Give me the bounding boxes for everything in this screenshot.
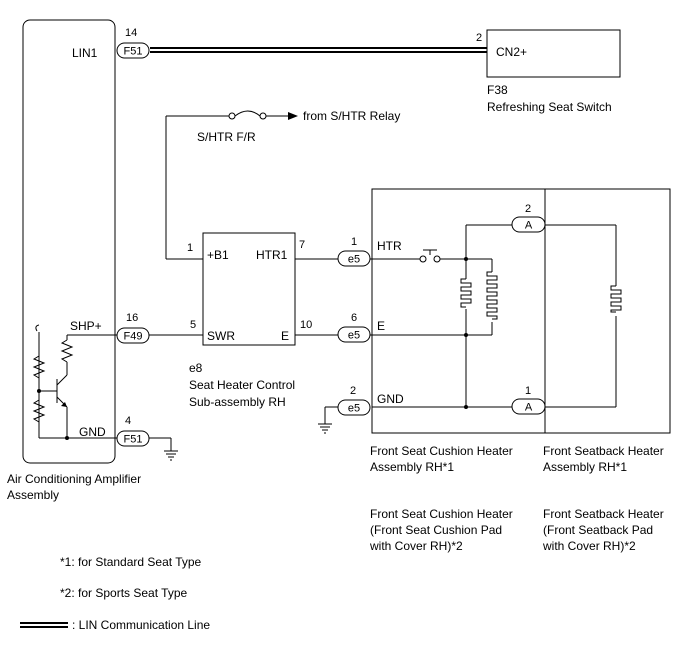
- note-2: *2: for Sports Seat Type: [60, 586, 188, 600]
- heater-gnd-label: GND: [377, 392, 404, 406]
- switch-pin-label: CN2+: [496, 45, 527, 59]
- heater-element-icon: [460, 278, 472, 308]
- control-htr1-number: 7: [299, 239, 305, 251]
- connector-a-top-number: 2: [525, 203, 531, 215]
- seatback-heater-name-line1: Front Seatback Heater: [543, 444, 664, 458]
- lin1-pin-number: 14: [125, 27, 137, 39]
- fuse-label: S/HTR F/R: [197, 130, 256, 144]
- connector-e5-gnd-label: e5: [348, 403, 360, 415]
- fuse-source-label: from S/HTR Relay: [303, 109, 400, 123]
- heater-ground: [318, 406, 338, 434]
- legend-label: : LIN Communication Line: [72, 618, 210, 632]
- heater-assembly: A 2 A 1 HTR E GND: [371, 188, 671, 434]
- seatback-pad-line3: with Cover RH)*2: [542, 539, 636, 553]
- switch-code: F38: [487, 83, 508, 97]
- connector-e5-e: e5: [337, 326, 371, 343]
- connector-e5-htr: e5: [337, 250, 371, 267]
- heater-htr-label: HTR: [377, 239, 402, 253]
- control-code: e8: [189, 361, 203, 375]
- control-swr-number: 5: [190, 319, 196, 331]
- connector-a-bottom-label: A: [525, 402, 533, 414]
- connector-e5-gnd: e5: [337, 399, 371, 416]
- seatback-heater-name-line2: Assembly RH*1: [543, 460, 627, 474]
- switch-outline: [486, 29, 621, 78]
- seatback-pad-line2: (Front Seatback Pad: [543, 523, 653, 537]
- lin1-pin-label: LIN1: [72, 46, 98, 60]
- amplifier-outline: [22, 19, 116, 464]
- cushion-heater-name-line2: Assembly RH*1: [370, 460, 454, 474]
- connector-f49-label: F49: [124, 331, 143, 343]
- control-name-line1: Seat Heater Control: [189, 378, 295, 392]
- control-b1-number: 1: [187, 242, 193, 254]
- fuse-terminal-right: [259, 112, 267, 120]
- fuse-circuit: from S/HTR Relay S/HTR F/R: [165, 109, 400, 260]
- connector-f51-gnd-label: F51: [124, 434, 143, 446]
- connector-e5-htr-number: 1: [351, 236, 357, 248]
- shp-pin-number: 16: [126, 312, 138, 324]
- heater-element-icon: [486, 271, 498, 320]
- switch-name: Refreshing Seat Switch: [487, 100, 612, 114]
- cushion-pad-line1: Front Seat Cushion Heater: [370, 507, 513, 521]
- switch-pin-number: 2: [476, 32, 482, 44]
- control-e-number: 10: [300, 319, 312, 331]
- connector-f49: F49: [116, 327, 150, 344]
- connector-f51-lin1-label: F51: [124, 46, 143, 58]
- connector-e5-htr-label: e5: [348, 254, 360, 266]
- arrow-icon: [288, 112, 298, 120]
- fuse-icon: [234, 110, 261, 117]
- thermostat-switch-icon: [419, 249, 466, 263]
- connector-a-bottom-number: 1: [525, 385, 531, 397]
- refreshing-seat-switch: 2 CN2+ F38 Refreshing Seat Switch: [476, 29, 621, 114]
- shp-pin-label: SHP+: [70, 319, 102, 333]
- amplifier-name-line2: Assembly: [7, 488, 59, 502]
- connector-f51-gnd: F51: [116, 430, 150, 447]
- connector-e5-e-label: e5: [348, 330, 360, 342]
- note-1: *1: for Standard Seat Type: [60, 555, 202, 569]
- heater-e-label: E: [377, 319, 385, 333]
- amplifier-internal-circuit: [32, 324, 118, 440]
- control-e-label: E: [281, 329, 289, 343]
- connector-a-top-label: A: [525, 220, 533, 232]
- amplifier-ground: [149, 437, 178, 461]
- control-b1-label: +B1: [207, 248, 229, 262]
- control-name-line2: Sub-assembly RH: [189, 395, 286, 409]
- connector-f51-lin1: F51: [116, 42, 150, 59]
- gnd-pin-label: GND: [79, 425, 106, 439]
- gnd-pin-number: 4: [125, 415, 131, 427]
- seat-heater-control: 1 +B1 HTR1 7 5 SWR E 10 e8 Seat Heater C…: [187, 232, 312, 409]
- cushion-pad-line2: (Front Seat Cushion Pad: [370, 523, 502, 537]
- heater-element-icon: [610, 285, 622, 313]
- air-conditioning-amplifier: Air Conditioning Amplifier Assembly LIN1…: [7, 19, 141, 502]
- control-outline: [202, 232, 296, 346]
- seatback-pad-line1: Front Seatback Heater: [543, 507, 664, 521]
- seatback-heater-outline: [544, 188, 671, 434]
- connector-a-bottom: A: [511, 398, 546, 415]
- cushion-pad-line3: with Cover RH)*2: [369, 539, 463, 553]
- amplifier-name-line1: Air Conditioning Amplifier: [7, 472, 141, 486]
- connector-a-top: A: [511, 216, 546, 233]
- control-swr-label: SWR: [207, 329, 235, 343]
- fuse-terminal-left: [228, 112, 236, 120]
- connector-e5-gnd-number: 2: [350, 385, 356, 397]
- connector-e5-e-number: 6: [351, 312, 357, 324]
- cushion-heater-name-line1: Front Seat Cushion Heater: [370, 444, 513, 458]
- control-htr1-label: HTR1: [256, 248, 288, 262]
- legend-lin-line: : LIN Communication Line: [20, 618, 210, 632]
